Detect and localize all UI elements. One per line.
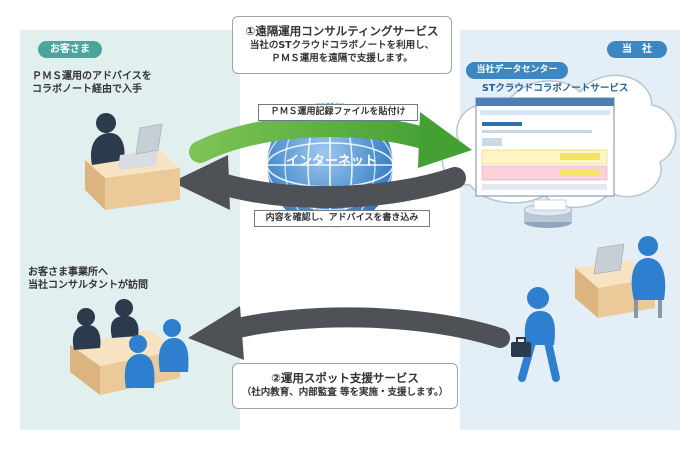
service2-title: ②運用スポット支援サービス [271, 371, 419, 385]
service1-desc-2: ＰＭＳ運用を遠隔で支援します。 [271, 53, 413, 64]
advice-text-line-2: コラボノート経由で入手 [32, 84, 142, 95]
screen-window [475, 97, 615, 197]
visit-arrow [188, 306, 510, 360]
service1-desc-1: 当社のSTクラウドコラボノートを利用し、 [249, 40, 435, 51]
server-icon [523, 199, 573, 228]
advice-pill: 内容を確認し、アドバイスを書き込み [254, 210, 430, 227]
customer-at-desk [85, 113, 180, 210]
service1-callout: ①遠隔運用コンサルティングサービス 当社のSTクラウドコラボノートを利用し、 Ｐ… [232, 16, 452, 74]
staff-at-desk [575, 236, 666, 318]
internet-label: インターネット [286, 154, 378, 169]
upload-pill: ＰＭＳ運用記録ファイルを貼付け [258, 104, 418, 121]
datacenter-tag: 当社データセンター [466, 62, 568, 79]
advice-text: ＰＭＳ運用のアドバイスを コラボノート経由で入手 [32, 70, 152, 96]
meeting-group [70, 299, 189, 395]
visit-text: お客さま事業所へ 当社コンサルタントが訪問 [28, 266, 148, 292]
person-icon [511, 287, 560, 382]
service2-desc: （社内教育、内部監査 等を実施・支援します。） [241, 387, 449, 398]
service2-callout: ②運用スポット支援サービス （社内教育、内部監査 等を実施・支援します。） [232, 363, 458, 409]
laptop-icon [118, 123, 163, 170]
upload-arrow [189, 112, 472, 168]
briefcase-icon [511, 337, 531, 357]
visit-text-line-2: 当社コンサルタントが訪問 [28, 280, 148, 291]
service1-title: ①遠隔運用コンサルティングサービス [245, 24, 439, 38]
company-tag: 当 社 [607, 41, 667, 58]
customer-tag: お客さま [38, 41, 102, 58]
advice-arrow [172, 155, 466, 210]
service-label: STクラウドコラボノートサービス [482, 83, 629, 94]
visit-text-line-1: お客さま事業所へ [28, 267, 108, 278]
advice-text-line-1: ＰＭＳ運用のアドバイスを [32, 71, 152, 82]
